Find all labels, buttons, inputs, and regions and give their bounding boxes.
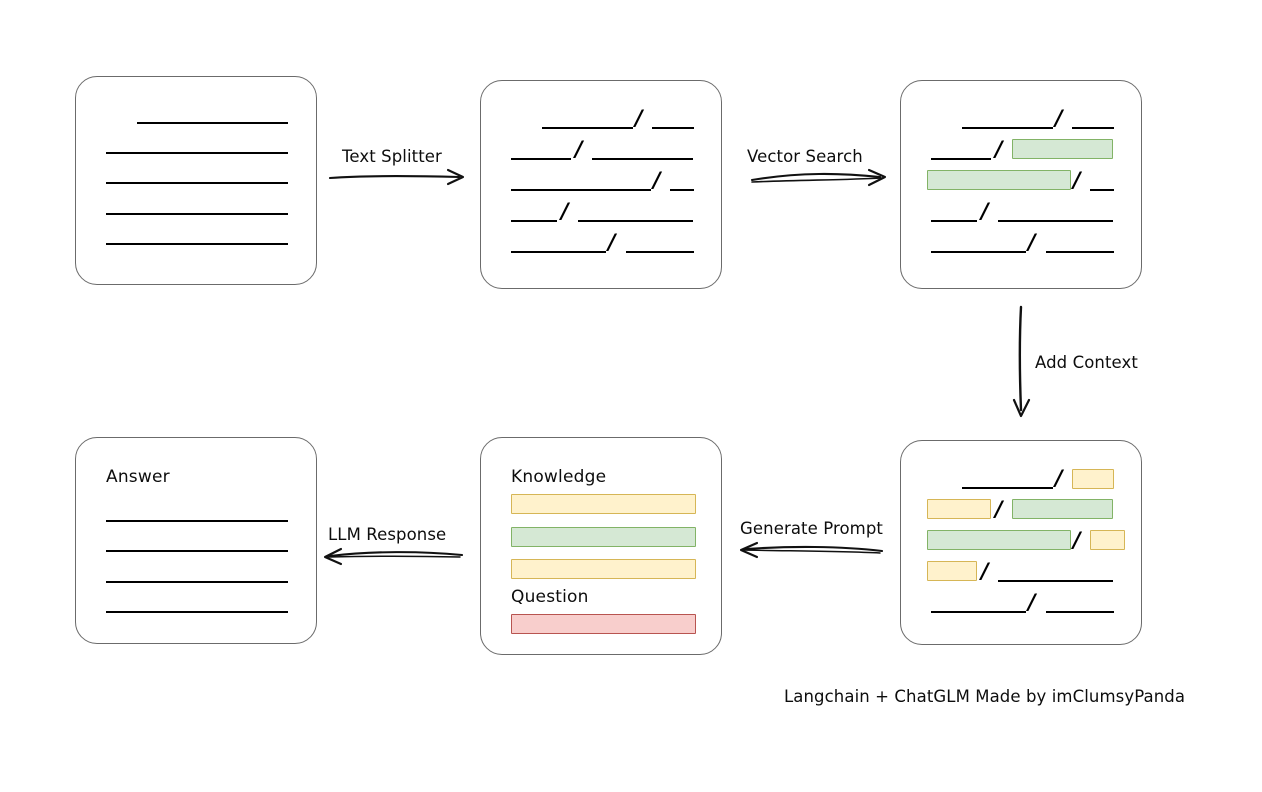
chunk-separator-icon: / bbox=[1028, 590, 1036, 614]
text-line bbox=[1090, 189, 1114, 191]
text-line bbox=[1072, 127, 1114, 129]
answer-heading: Answer bbox=[106, 467, 170, 487]
edge-label-add-context: Add Context bbox=[1035, 353, 1138, 372]
text-line bbox=[106, 611, 288, 613]
split-chunks-node[interactable]: / / / / / bbox=[480, 80, 722, 289]
knowledge-bar bbox=[511, 494, 696, 514]
edge-label-generate-prompt: Generate Prompt bbox=[740, 519, 883, 538]
matched-chunk-highlight bbox=[1012, 499, 1113, 519]
chunk-separator-icon: / bbox=[995, 497, 1003, 521]
text-line bbox=[106, 581, 288, 583]
text-line bbox=[931, 158, 991, 160]
chunk-separator-icon: / bbox=[1073, 168, 1081, 192]
text-line bbox=[962, 127, 1053, 129]
chunk-separator-icon: / bbox=[575, 137, 583, 161]
chunk-separator-icon: / bbox=[1055, 466, 1063, 490]
edge-label-text-splitter: Text Splitter bbox=[342, 147, 442, 166]
chunk-separator-icon: / bbox=[1055, 106, 1063, 130]
edge-label-vector-search: Vector Search bbox=[747, 147, 863, 166]
chunk-separator-icon: / bbox=[653, 168, 661, 192]
text-line bbox=[137, 122, 288, 124]
answer-card-node[interactable]: Answer bbox=[75, 437, 317, 644]
knowledge-heading: Knowledge bbox=[511, 467, 607, 487]
text-line bbox=[931, 611, 1026, 613]
text-line bbox=[511, 158, 571, 160]
vector-search-arrow bbox=[750, 168, 887, 187]
text-line bbox=[626, 251, 694, 253]
text-line bbox=[106, 182, 288, 184]
matched-chunk-highlight bbox=[927, 530, 1071, 550]
question-heading: Question bbox=[511, 587, 589, 607]
source-document-node[interactable] bbox=[75, 76, 317, 285]
text-line bbox=[1046, 611, 1114, 613]
chunk-separator-icon: / bbox=[608, 230, 616, 254]
text-line bbox=[511, 220, 557, 222]
llm-response-arrow bbox=[323, 547, 464, 566]
matched-chunk-highlight bbox=[927, 170, 1071, 190]
chunk-separator-icon: / bbox=[561, 199, 569, 223]
matched-chunk-highlight bbox=[1012, 139, 1113, 159]
text-line bbox=[106, 550, 288, 552]
text-line bbox=[1046, 251, 1114, 253]
context-chunk-highlight bbox=[1072, 469, 1114, 489]
context-chunk-highlight bbox=[1090, 530, 1125, 550]
context-chunks-node[interactable]: / / / / / bbox=[900, 440, 1142, 645]
context-chunk-highlight bbox=[927, 561, 977, 581]
question-bar bbox=[511, 614, 696, 634]
text-line bbox=[652, 127, 694, 129]
chunk-separator-icon: / bbox=[1073, 528, 1081, 552]
add-context-arrow bbox=[1012, 305, 1031, 418]
matched-chunks-node[interactable]: / / / / / bbox=[900, 80, 1142, 289]
generate-prompt-arrow bbox=[739, 541, 884, 559]
chunk-separator-icon: / bbox=[635, 106, 643, 130]
knowledge-bar bbox=[511, 527, 696, 547]
text-line bbox=[511, 189, 651, 191]
text-line bbox=[106, 243, 288, 245]
prompt-card-node[interactable]: Knowledge Question bbox=[480, 437, 722, 655]
text-line bbox=[542, 127, 633, 129]
chunk-separator-icon: / bbox=[995, 137, 1003, 161]
text-splitter-arrow bbox=[328, 168, 465, 186]
text-line bbox=[998, 220, 1113, 222]
text-line bbox=[998, 580, 1113, 582]
text-line bbox=[106, 213, 288, 215]
text-line bbox=[511, 251, 606, 253]
chunk-separator-icon: / bbox=[1028, 230, 1036, 254]
edge-label-llm-response: LLM Response bbox=[328, 525, 447, 544]
chunk-separator-icon: / bbox=[981, 199, 989, 223]
text-line bbox=[578, 220, 693, 222]
text-line bbox=[670, 189, 694, 191]
text-line bbox=[931, 251, 1026, 253]
chunk-separator-icon: / bbox=[981, 559, 989, 583]
knowledge-bar bbox=[511, 559, 696, 579]
text-line bbox=[106, 520, 288, 522]
context-chunk-highlight bbox=[927, 499, 991, 519]
text-line bbox=[106, 152, 288, 154]
text-line bbox=[931, 220, 977, 222]
text-line bbox=[592, 158, 693, 160]
text-line bbox=[962, 487, 1053, 489]
footer-credit: Langchain + ChatGLM Made by imClumsyPand… bbox=[784, 687, 1186, 706]
